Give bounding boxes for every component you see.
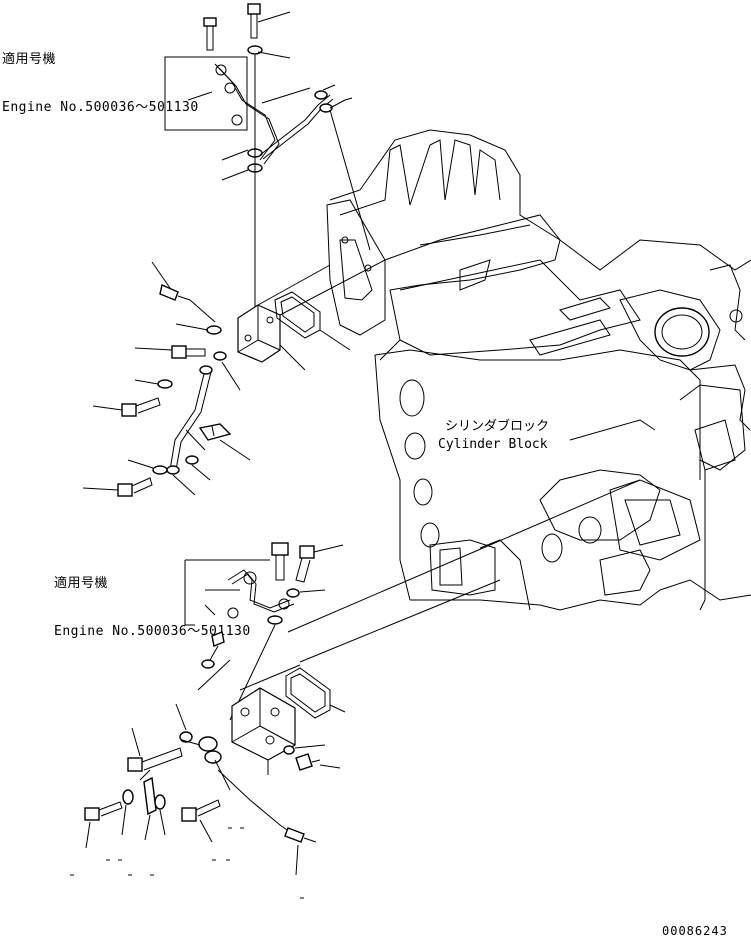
lower-washer-3 [122, 789, 134, 805]
upper-adapter-block [237, 304, 281, 363]
upper-callout-box [164, 56, 280, 165]
middle-small-bolt [209, 631, 225, 661]
bolt-hose-1 [121, 397, 161, 417]
clamp-upper [198, 423, 232, 441]
lower-adapter-block [231, 687, 296, 761]
drawing-number: 00086243 [662, 924, 728, 938]
engine-range-top: Engine No.500036～501130 [2, 100, 199, 115]
cylinder-block-label-en: Cylinder Block [438, 437, 548, 452]
lower-bolt-left [84, 801, 123, 821]
washer-hose-1 [157, 379, 173, 389]
upper-gasket [274, 291, 321, 339]
bolt-upper-left-1 [171, 345, 206, 359]
lower-bolt-mid [181, 799, 221, 822]
middle-bolt-right [295, 545, 315, 583]
washer-hose-3 [185, 455, 199, 465]
applicability-title-top: 適用号機 [2, 52, 57, 67]
bolt-hose-2 [117, 477, 153, 497]
lower-washer-1 [179, 731, 193, 743]
lower-washer-2 [154, 794, 166, 810]
lower-plug [295, 753, 321, 771]
upper-sensor [151, 261, 191, 301]
applicability-title-middle: 適用号機 [54, 576, 109, 591]
flexible-hose [166, 365, 213, 475]
cylinder-block-label-jp: シリンダブロック [445, 418, 549, 434]
washer-upper-left-2 [213, 351, 227, 361]
middle-bolt-top [271, 542, 289, 581]
lower-gasket [285, 667, 331, 719]
middle-washer-1 [286, 588, 300, 598]
washer-upper-left [206, 325, 222, 335]
washer-hose-2 [152, 465, 168, 475]
upper-bolt-2 [247, 3, 261, 39]
cylinder-block-assembly [326, 129, 751, 611]
lower-sensor [284, 827, 317, 843]
lower-washer-right [283, 745, 295, 755]
lower-banjo-fitting [198, 736, 231, 791]
middle-callout-box [184, 559, 295, 626]
lower-long-bolt [127, 747, 183, 772]
middle-washer-2 [267, 615, 283, 625]
lower-clamp [143, 776, 157, 816]
middle-washer-3 [201, 659, 215, 669]
applicability-note-top: 適用号機 Engine No.500036～501130 [2, 20, 199, 132]
upper-bolt-1 [203, 17, 217, 51]
